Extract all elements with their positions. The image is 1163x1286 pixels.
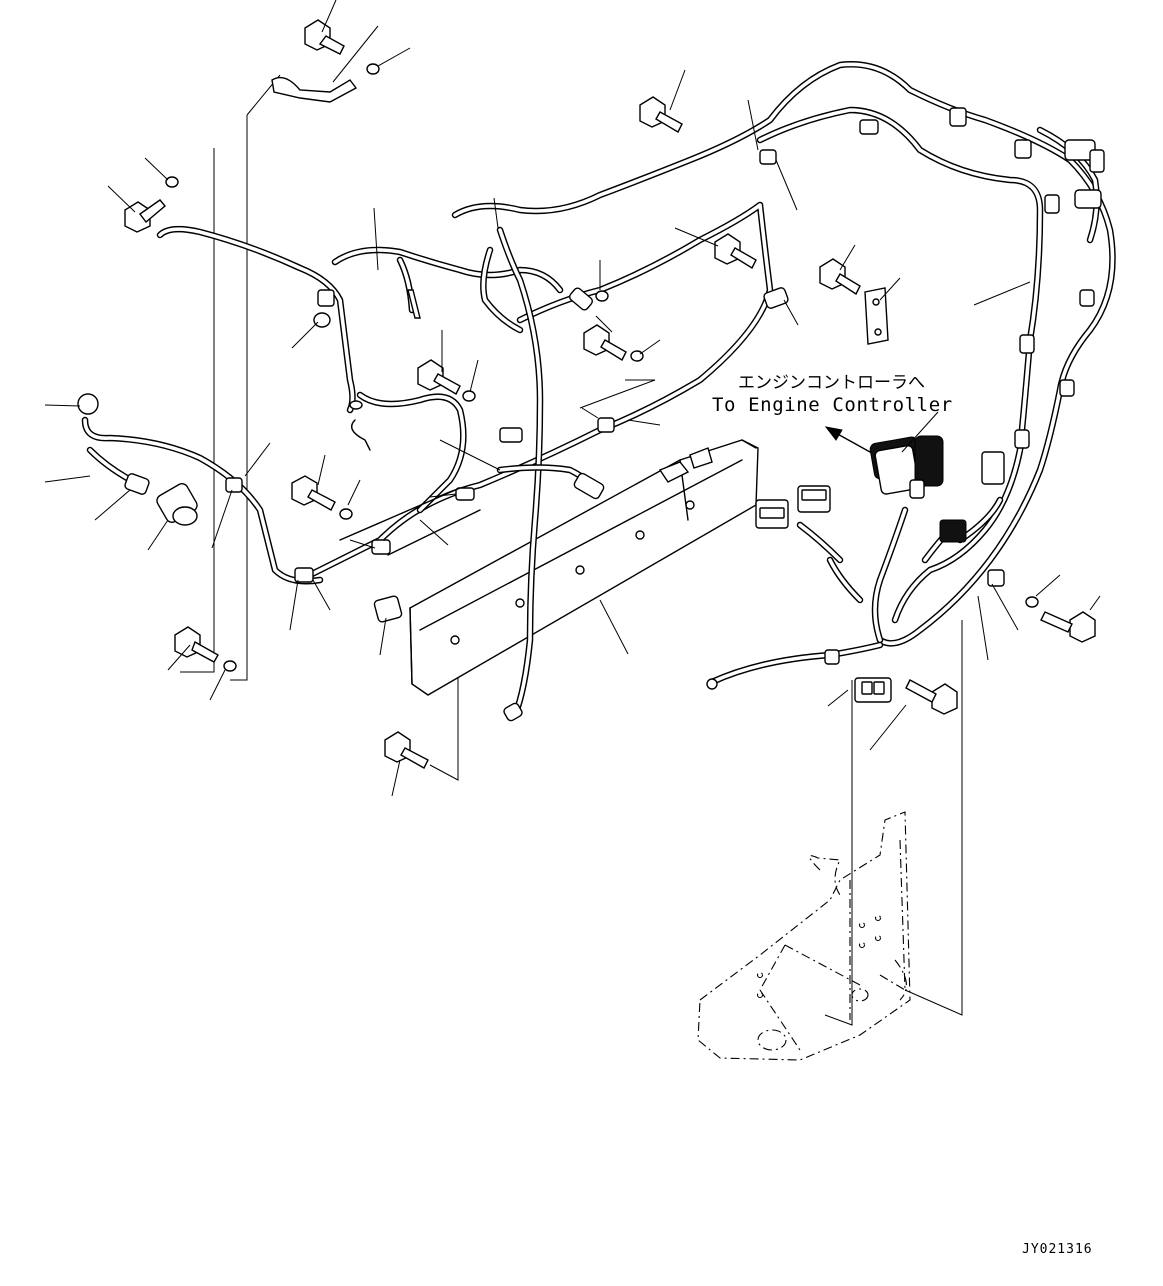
destination-label-jp: エンジンコントローラへ: [738, 373, 925, 393]
destination-label-en: To Engine Controller: [712, 394, 953, 416]
harness-mounting-rail: [409, 439, 759, 696]
guide-lines: [180, 74, 963, 1026]
engine-controller-bracket: [697, 811, 911, 1061]
bolts-and-washers: [124, 19, 1096, 769]
engine-controller-connectors: [869, 435, 944, 499]
engine-controller-arrow: [824, 426, 871, 453]
harness-clamps: [225, 107, 1095, 665]
main-wire-harness: [81, 61, 1116, 719]
sensor-connectors: [77, 139, 1105, 722]
drawing-code: JY021316: [1022, 1242, 1093, 1257]
leader-lines: [44, 0, 1101, 797]
